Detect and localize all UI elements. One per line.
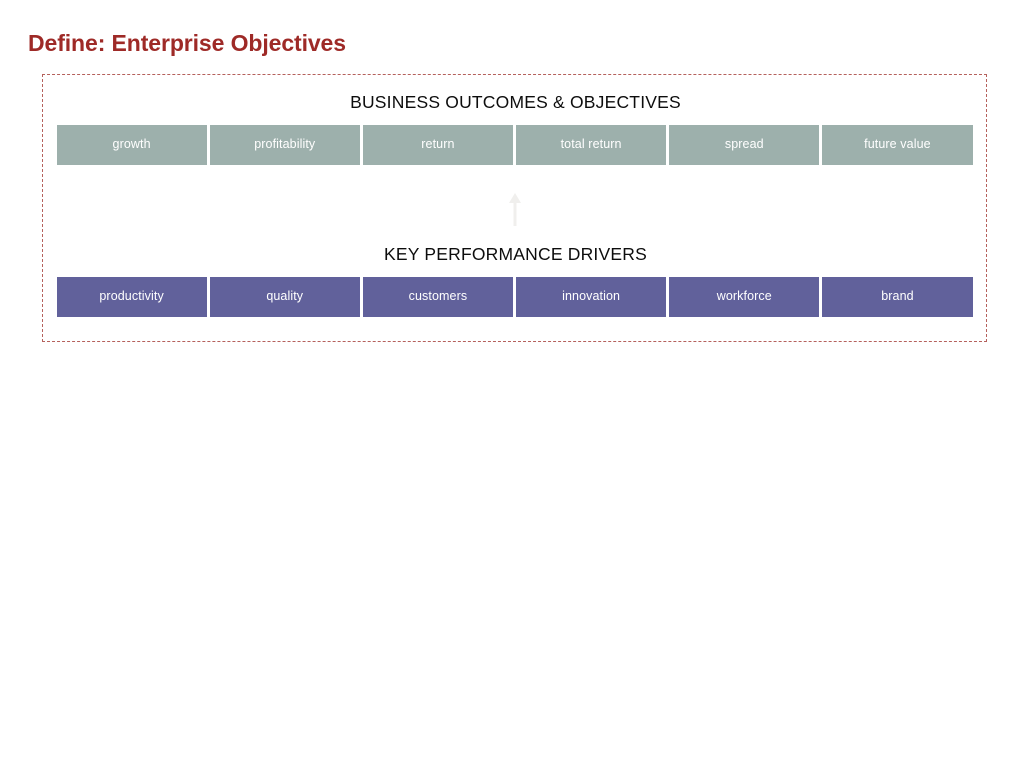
driver-box-label: customers — [408, 289, 468, 304]
outcome-box-label: growth — [112, 137, 151, 152]
diagram-frame: BUSINESS OUTCOMES & OBJECTIVES growth pr… — [42, 74, 987, 342]
outcome-box-return[interactable]: return — [362, 124, 514, 165]
driver-box-productivity[interactable]: productivity — [56, 276, 207, 317]
section-key-performance-drivers: KEY PERFORMANCE DRIVERS productivity qua… — [43, 244, 986, 317]
page-title: Define: Enterprise Objectives — [28, 30, 346, 56]
outcome-box-total-return[interactable]: total return — [516, 124, 667, 165]
outcome-box-row: growth profitability return total return… — [56, 124, 973, 165]
driver-box-label: brand — [881, 289, 914, 304]
driver-box-workforce[interactable]: workforce — [669, 276, 820, 317]
section-business-outcomes: BUSINESS OUTCOMES & OBJECTIVES growth pr… — [43, 92, 986, 165]
driver-box-innovation[interactable]: innovation — [516, 276, 667, 317]
driver-box-label: productivity — [99, 289, 164, 304]
outcome-box-profitability[interactable]: profitability — [209, 124, 360, 165]
outcome-box-label: future value — [864, 137, 931, 152]
outcome-box-label: profitability — [254, 137, 316, 152]
section-heading-key-performance-drivers: KEY PERFORMANCE DRIVERS — [384, 244, 647, 264]
section-heading-business-outcomes: BUSINESS OUTCOMES & OBJECTIVES — [350, 92, 681, 112]
driver-box-quality[interactable]: quality — [209, 276, 360, 317]
driver-box-brand[interactable]: brand — [822, 276, 973, 317]
driver-box-customers[interactable]: customers — [362, 276, 514, 317]
driver-box-label: workforce — [716, 289, 772, 304]
outcome-box-growth[interactable]: growth — [56, 124, 207, 165]
outcome-box-spread[interactable]: spread — [669, 124, 820, 165]
outcome-box-label: return — [421, 137, 455, 152]
driver-box-label: quality — [266, 289, 304, 304]
outcome-box-label: total return — [560, 137, 622, 152]
driver-box-row: productivity quality customers innovatio… — [56, 276, 973, 317]
outcome-box-label: spread — [724, 137, 764, 152]
driver-box-label: innovation — [562, 289, 621, 304]
outcome-box-future-value[interactable]: future value — [822, 124, 973, 165]
arrow-up-icon — [507, 191, 523, 227]
